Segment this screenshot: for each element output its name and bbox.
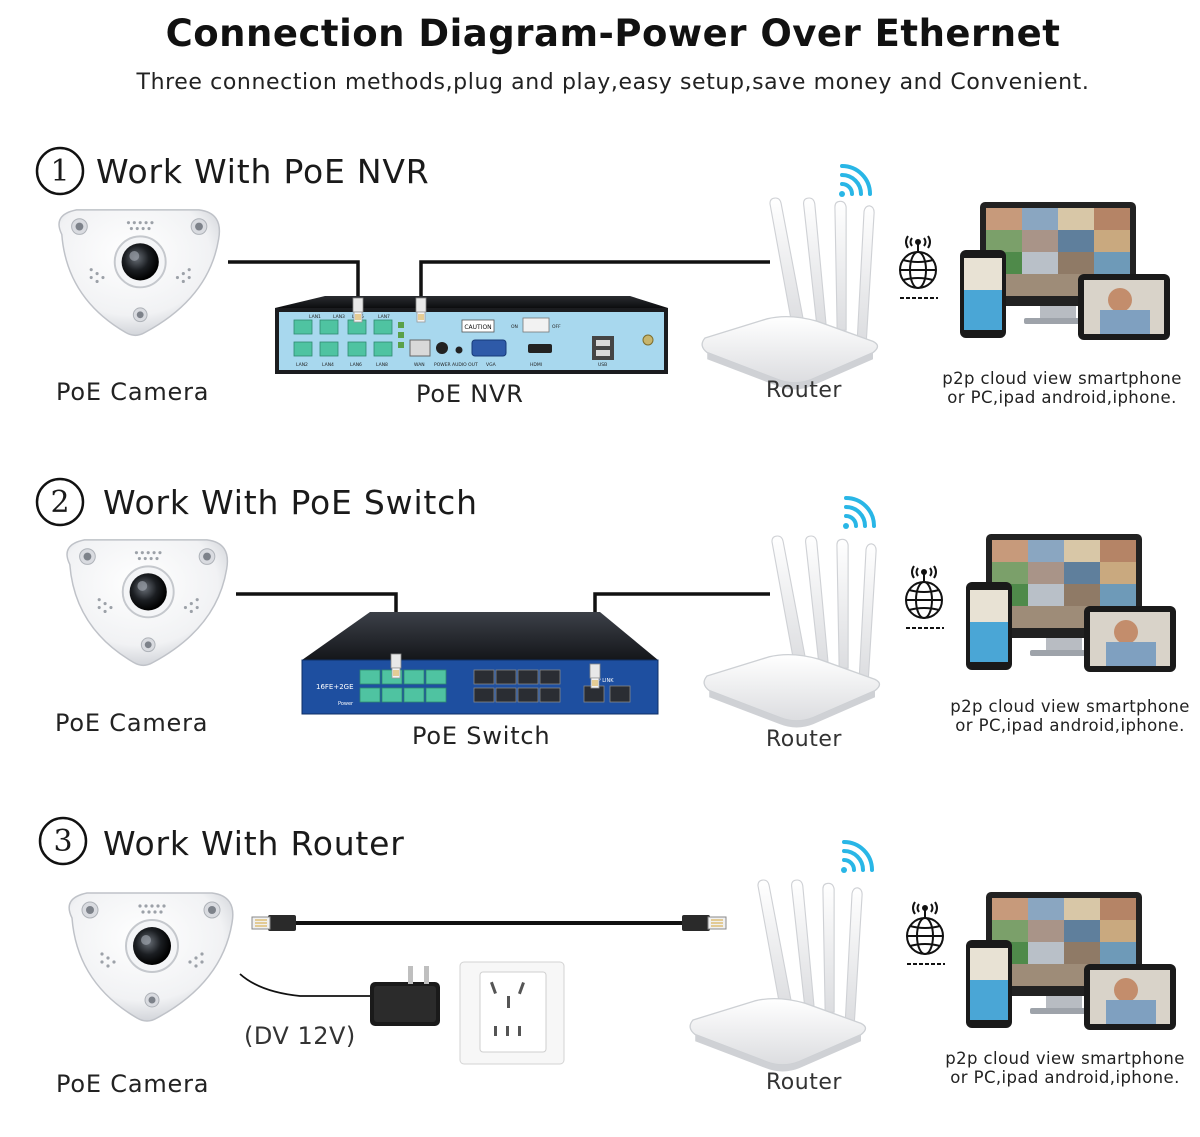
nvr-port-lan6: LAN6 [350,362,362,368]
globe-icon [906,901,946,965]
cloud-text-line-2: or PC,ipad android,iphone. [947,388,1177,407]
cloud-text-line-2: or PC,ipad android,iphone. [955,716,1185,735]
section-2-number: 2 [50,485,70,520]
ethernet-patch-cable [251,915,727,931]
ethernet-cable [236,592,770,664]
switch-uplink-label: UP LINK [594,678,614,684]
nvr-port-lan1: LAN1 [309,314,321,320]
nvr-port-usb: USB [598,362,607,368]
camera-icon [58,208,221,337]
nvr-port-power: POWER [434,362,451,368]
section-2-cloud-text: p2p cloud view smartphone or PC,ipad and… [950,697,1190,735]
nvr-icon: CAUTION LAN1 LAN3 LAN5 LAN7 LAN2 LAN4 LA… [275,296,668,374]
cloud-text-line-1: p2p cloud view smartphone [950,697,1190,716]
nvr-switch-off: OFF [552,324,561,330]
nvr-port-lan5: LAN5 [352,314,364,320]
page-title: Connection Diagram-Power Over Ethernet [165,12,1061,55]
caution-label: CAUTION [464,324,491,331]
ethernet-cable [228,260,770,300]
ethernet-plug-icon [352,297,427,323]
section-1-cloud-text: p2p cloud view smartphone or PC,ipad and… [940,369,1184,407]
nvr-port-wan: WAN [414,362,425,368]
section-2-camera-label: PoE Camera [55,709,209,737]
ethernet-plug-icon [390,653,601,689]
nvr-port-audio-out: AUDIO OUT [452,362,478,368]
wifi-icon [837,164,872,199]
devices-icon [966,534,1176,672]
section-1-router-label: Router [766,378,842,403]
switch-model-label: 16FE+2GE [316,683,354,691]
section-3-router-label: Router [766,1070,842,1095]
wifi-icon [841,496,876,531]
nvr-port-lan2: LAN2 [296,362,308,368]
router-icon [701,197,879,391]
cloud-text-line-2: or PC,ipad android,iphone. [950,1068,1180,1087]
section-1-nvr-label: PoE NVR [416,380,524,408]
cloud-text-line-1: p2p cloud view smartphone [942,369,1182,388]
wall-socket-icon [459,961,565,1065]
nvr-port-lan4: LAN4 [322,362,334,368]
section-1-camera-label: PoE Camera [56,378,210,406]
section-3-cloud-text: p2p cloud view smartphone or PC,ipad and… [945,1049,1185,1087]
page-subtitle: Three connection methods,plug and play,e… [136,70,1090,95]
nvr-port-lan7: LAN7 [378,314,390,320]
router-icon [689,879,867,1073]
switch-power-label: Power [338,701,354,707]
globe-icon [905,565,945,629]
wifi-icon [839,840,874,875]
section-2-heading: Work With PoE Switch [103,483,478,522]
nvr-port-lan3: LAN3 [333,314,345,320]
section-3-number: 3 [53,824,73,859]
devices-icon [960,202,1170,340]
camera-icon [66,538,229,667]
nvr-port-lan8: LAN8 [376,362,388,368]
power-cord [239,973,372,997]
nvr-port-hdmi: HDMI [530,362,542,368]
power-spec-label: (DV 12V) [244,1022,356,1050]
ethernet-plug-icon [251,915,727,931]
section-2-router-label: Router [766,727,842,752]
globe-icon [899,235,939,299]
camera-icon [68,892,234,1022]
router-icon [703,535,881,729]
cloud-text-line-1: p2p cloud view smartphone [945,1049,1185,1068]
section-1-heading: Work With PoE NVR [96,152,430,191]
switch-icon: 16FE+2GE Power UP LINK [301,612,659,715]
section-1-number: 1 [50,154,70,189]
section-3-heading: Work With Router [103,824,405,863]
power-adapter-icon [370,966,440,1026]
devices-icon [966,892,1176,1030]
section-2-switch-label: PoE Switch [412,722,551,750]
section-3-camera-label: PoE Camera [56,1070,210,1098]
nvr-switch-on: ON [511,324,518,330]
nvr-port-vga: VGA [486,362,497,368]
